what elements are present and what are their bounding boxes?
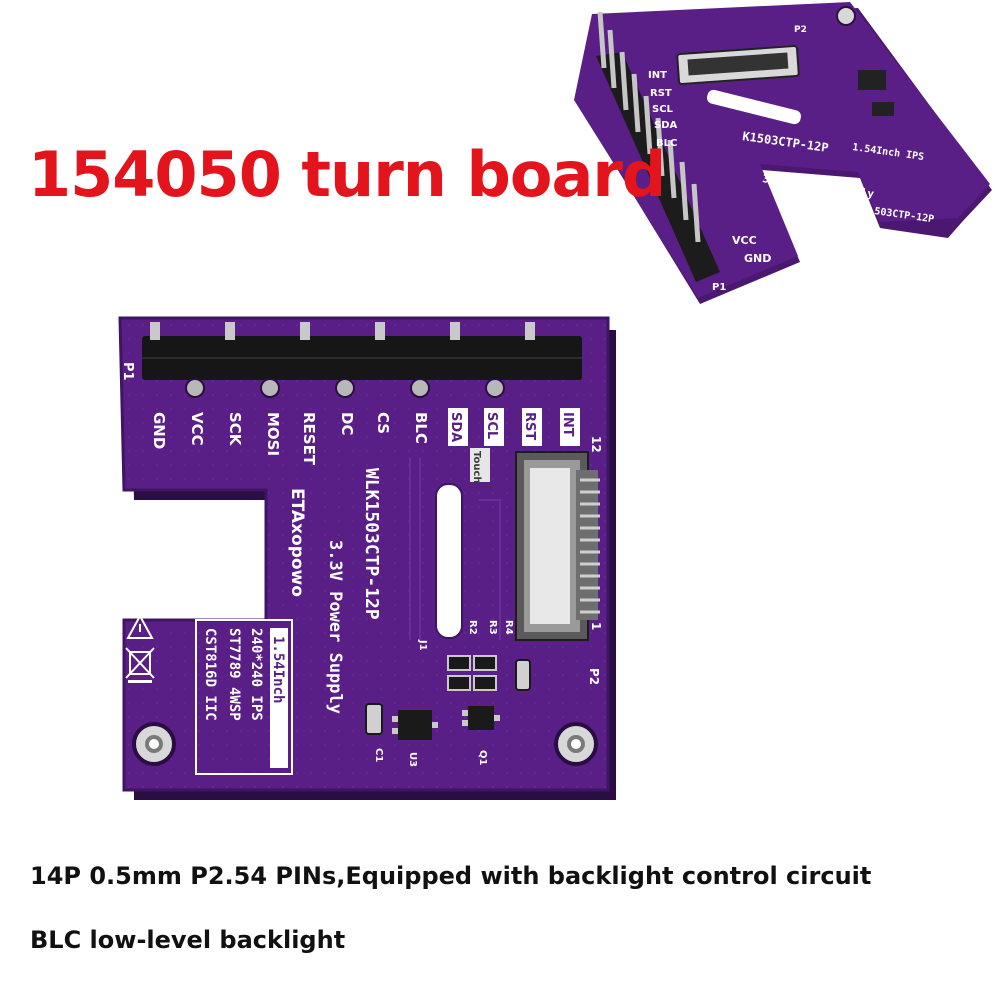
board-slot [435, 483, 463, 639]
mounting-hole-icon [836, 6, 856, 26]
component-ref: R4 [503, 620, 514, 635]
pin-label: DC [338, 412, 356, 435]
thumbnail-pin-header [596, 11, 720, 282]
thumb-p2-label: P2 [794, 25, 807, 35]
thumb-pin-label: INT [648, 70, 667, 81]
pin-label: VCC [188, 412, 206, 446]
component-ref: R1 [449, 620, 460, 635]
component-ref: R2 [467, 620, 478, 635]
pin-label: INT [560, 412, 575, 437]
spec-line: CST816D IIC [202, 628, 218, 721]
regulator-chip [392, 710, 438, 740]
connector-ref-label: P2 [587, 668, 601, 685]
thumb-gnd-label: GND [744, 252, 771, 265]
component-ref: C1 [373, 748, 384, 762]
pin-label: SCK [226, 412, 244, 447]
pin-label: SDA [448, 412, 463, 442]
thumb-pin-label: SDA [654, 120, 678, 131]
page-title: 154050 turn board [28, 138, 666, 211]
spec-line: ST7789 4WSP [226, 628, 242, 721]
mounting-hole-icon [132, 722, 176, 766]
component-ref: U3 [407, 752, 418, 767]
thumb-chip [858, 70, 886, 90]
esd-warning-icon [126, 613, 154, 639]
pin-label: SCL [484, 412, 499, 439]
connector-pin-number: 1 [589, 622, 603, 630]
supply-text: 3.3V Power Supply [325, 540, 345, 714]
thumb-pin-label: RST [650, 88, 672, 99]
spec-line: 1.54Inch [270, 636, 286, 703]
feature-caption: BLC low-level backlight [30, 926, 346, 954]
brand-text: ETAxopowo [287, 488, 307, 597]
pin-label: GND [150, 412, 168, 449]
thumb-chip [872, 102, 894, 116]
transistor [462, 706, 500, 730]
thumb-vcc-label: VCC [732, 234, 757, 247]
component-ref: Q1 [477, 750, 488, 766]
model-text: WLK1503CTP-12P [361, 468, 382, 620]
pin-label: MOSI [264, 412, 282, 456]
spec-line: 240*240 IPS [248, 628, 264, 721]
thumb-pin-label: SCL [652, 104, 674, 115]
thumbnail-board: INT RST SCL SDA BLC K1503CTP-12P 3.3V Po… [574, 2, 992, 304]
header-ref-label: P1 [120, 362, 135, 381]
feature-caption: 14P 0.5mm P2.54 PINs,Equipped with backl… [30, 862, 872, 890]
thumb-p1-label: P1 [712, 282, 726, 293]
pin-label: CS [374, 412, 392, 434]
component-ref: R3 [487, 620, 498, 635]
mounting-hole-icon [554, 722, 598, 766]
pin-label: RST [522, 412, 537, 440]
pin-label: BLC [412, 412, 430, 444]
capacitor [365, 703, 383, 735]
pin-header [142, 322, 582, 398]
component-ref: J1 [417, 639, 428, 651]
main-board: P1 GND VCC SCK MOSI RESET DC CS BLC SDA [118, 316, 616, 800]
thumb-pin-label: BLC [656, 138, 677, 149]
connector-pin-number: 12 [589, 436, 603, 453]
fpc-connector [515, 451, 600, 641]
spec-label-block: 1.54Inch 240*240 IPS ST7789 4WSP CST816D… [195, 619, 293, 775]
pin-label: RESET [300, 412, 318, 466]
touch-label: Touch [471, 451, 482, 484]
weee-bin-icon [125, 647, 155, 683]
resistor-array [447, 655, 531, 691]
